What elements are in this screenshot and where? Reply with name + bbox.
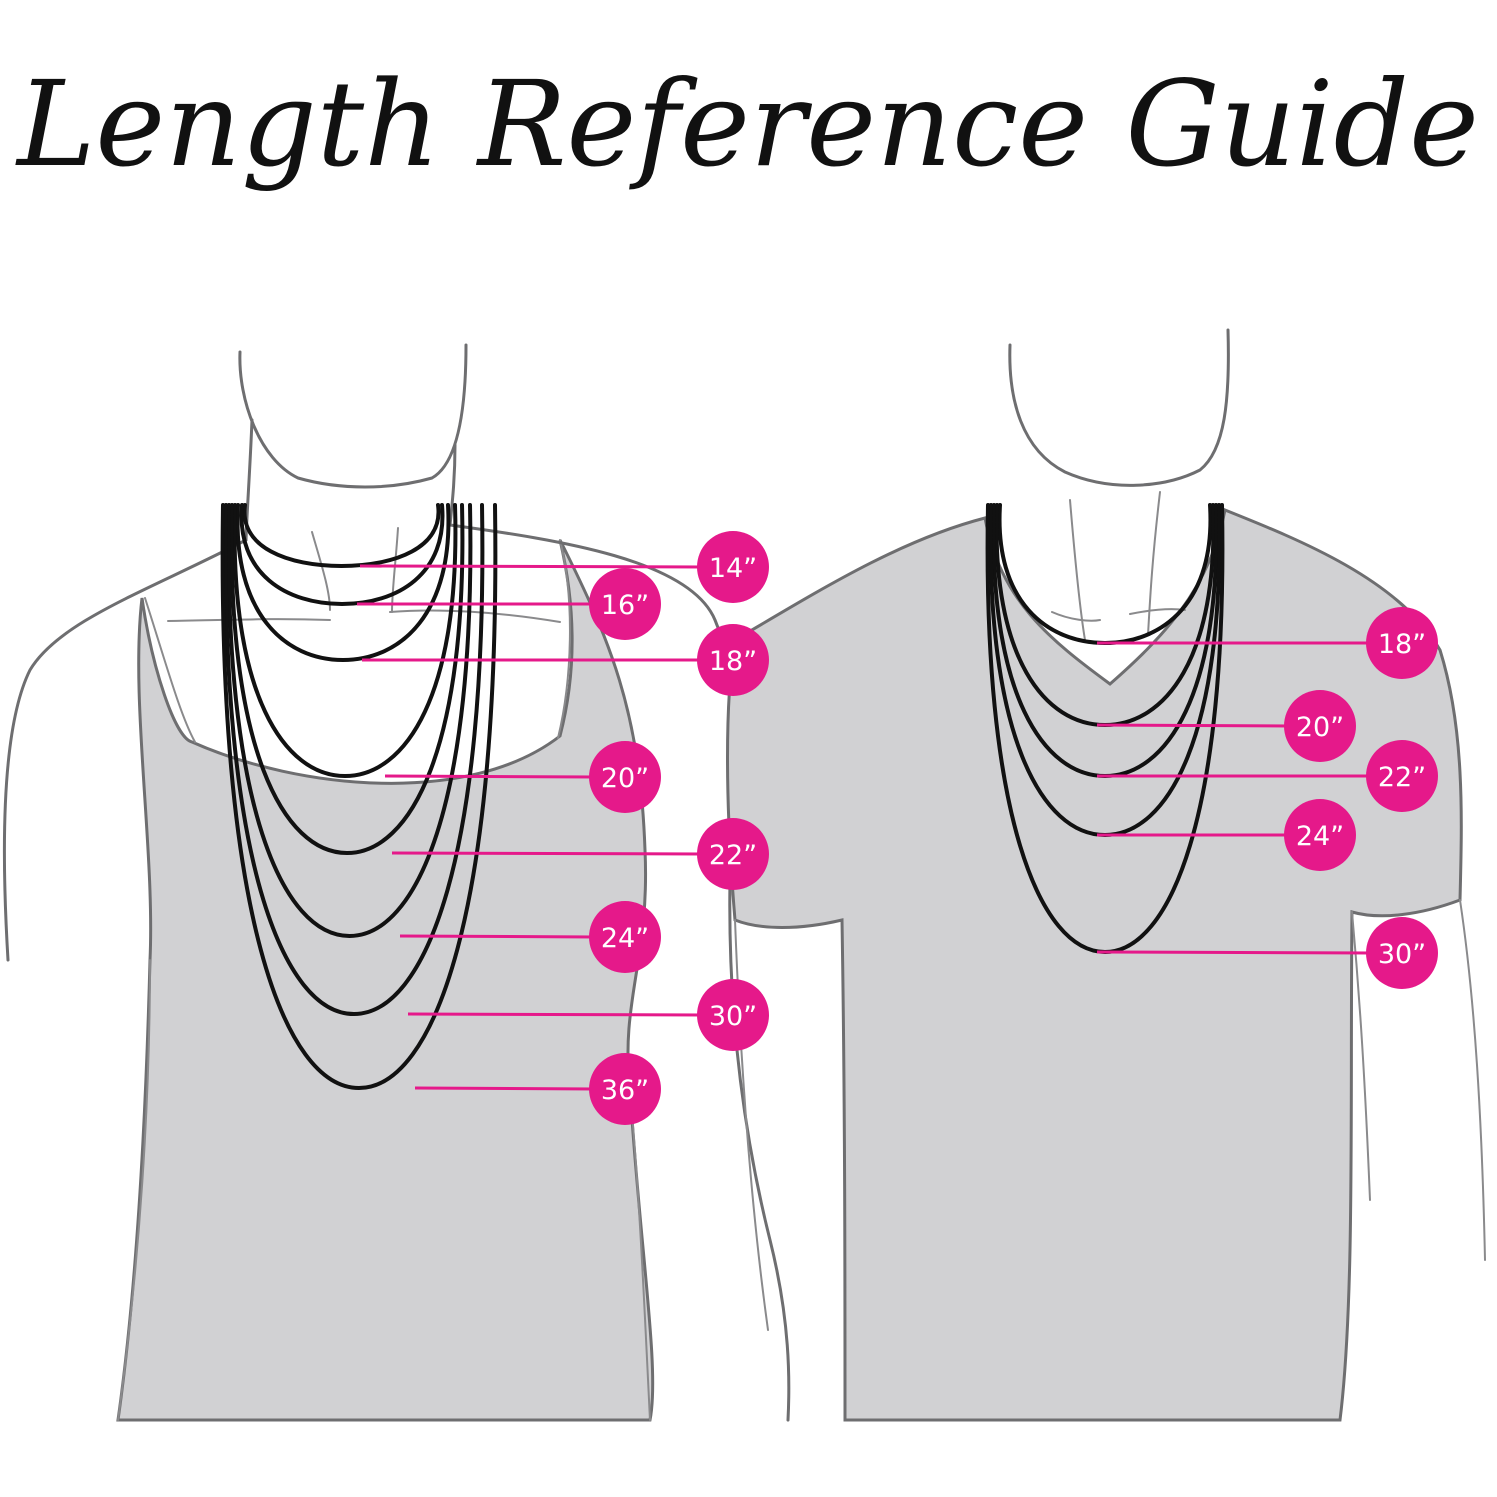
- female-chain-2: [235, 503, 451, 663]
- male-leader-line-1: [1096, 723, 1291, 728]
- female-neck: [238, 343, 468, 489]
- female-chain-1: [239, 503, 445, 607]
- female-chain-5: [226, 503, 473, 939]
- female-left-arm-inner: [117, 959, 151, 1421]
- male-length-label-0: 18”: [1378, 629, 1426, 660]
- male-collar: [1051, 608, 1186, 622]
- male-length-badge-2: [1366, 740, 1438, 812]
- male-length-label-1: 20”: [1296, 712, 1344, 743]
- female-chain-0: [242, 503, 441, 569]
- female-length-label-0: 14”: [709, 553, 757, 584]
- female-right-strap: [557, 539, 571, 739]
- male-neck: [1008, 328, 1230, 487]
- female-leader-line-6: [407, 1012, 704, 1017]
- female-figure: [2, 343, 791, 1422]
- female-leader-line-3: [384, 774, 596, 779]
- female-chain-3: [232, 503, 458, 779]
- male-length-label-4: 30”: [1378, 939, 1426, 970]
- female-length-label-3: 20”: [601, 763, 649, 794]
- female-length-label-4: 22”: [709, 840, 757, 871]
- page-title: Length Reference Guide: [15, 55, 1479, 193]
- female-length-badge-5: [589, 901, 661, 973]
- female-chains: [220, 503, 498, 1091]
- female-length-label-7: 36”: [601, 1075, 649, 1106]
- female-length-label-6: 30”: [709, 1001, 757, 1032]
- female-chain-7: [220, 503, 498, 1091]
- female-leader-line-7: [414, 1086, 596, 1091]
- male-length-label-2: 22”: [1378, 762, 1426, 793]
- male-tshirt: [726, 507, 1463, 1422]
- male-length-badge-3: [1284, 799, 1356, 871]
- female-length-label-1: 16”: [601, 590, 649, 621]
- female-length-label-2: 18”: [709, 646, 757, 677]
- female-length-badge-6: [697, 979, 769, 1051]
- male-length-badge-1: [1284, 690, 1356, 762]
- female-chain-4: [229, 503, 465, 856]
- female-neck-side-right: [448, 443, 457, 527]
- female-leader-line-4: [391, 851, 704, 856]
- female-chain-6: [223, 503, 485, 1017]
- male-figure: [726, 328, 1486, 1422]
- male-neck-v: [1069, 491, 1161, 641]
- female-leader-line-0: [359, 564, 704, 569]
- male-length-badge-4: [1366, 917, 1438, 989]
- female-length-badge-7: [589, 1053, 661, 1125]
- female-length-badge-1: [589, 568, 661, 640]
- female-length-markers: 14” 16” 18” 20” 22” 24” 30” 36”: [357, 531, 769, 1125]
- female-length-badge-3: [589, 741, 661, 813]
- female-length-badge-0: [697, 531, 769, 603]
- female-length-badge-2: [697, 624, 769, 696]
- female-right-arm-inner: [629, 1089, 651, 1421]
- female-left-shoulder: [2, 538, 248, 962]
- male-right-arm-inner: [1351, 911, 1371, 1201]
- female-left-strap: [144, 597, 196, 743]
- male-length-label-3: 24”: [1296, 821, 1344, 852]
- female-length-badge-4: [697, 818, 769, 890]
- male-length-badge-0: [1366, 607, 1438, 679]
- male-length-markers: 18” 20” 22” 24” 30”: [1096, 607, 1438, 989]
- male-left-arm: [734, 919, 769, 1331]
- female-leader-line-5: [399, 934, 596, 939]
- female-length-label-5: 24”: [601, 923, 649, 954]
- female-tank-top: [116, 539, 655, 1422]
- male-leader-line-4: [1096, 950, 1373, 955]
- male-right-arm: [1459, 899, 1486, 1261]
